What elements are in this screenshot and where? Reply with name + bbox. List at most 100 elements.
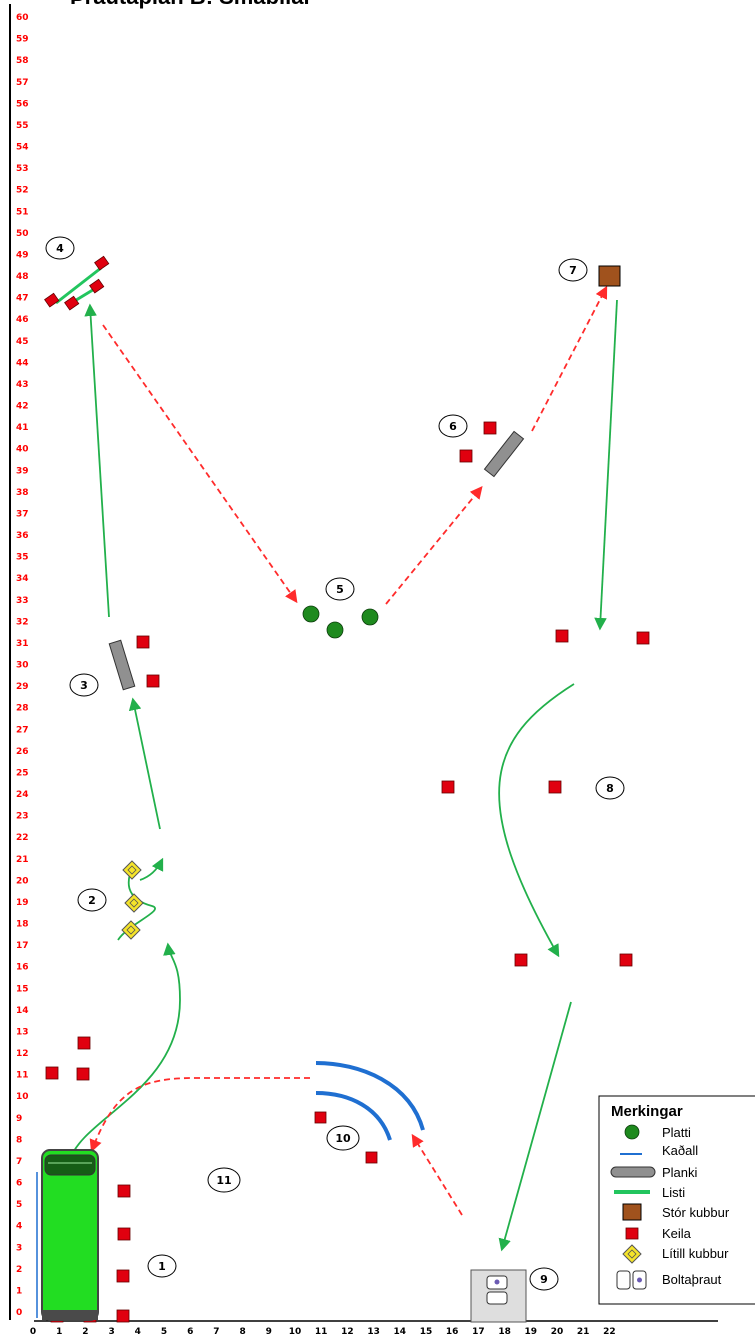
y-tick-label: 29	[16, 682, 29, 692]
reverse-path	[89, 285, 608, 1216]
page-title: Þrautaplan B: Smábílar	[70, 0, 313, 9]
y-tick-label: 48	[16, 272, 29, 282]
bolti-box	[486, 1291, 508, 1305]
y-tick-label: 8	[16, 1135, 22, 1145]
y-tick-label: 59	[16, 35, 29, 45]
x-tick-label: 7	[213, 1327, 219, 1337]
y-tick-label: 3	[16, 1243, 22, 1253]
y-tick-label: 14	[16, 1006, 29, 1016]
station-8-obstacle	[441, 629, 650, 967]
station-label: 11	[207, 1167, 241, 1193]
station-label: 7	[558, 258, 588, 282]
x-tick-label: 19	[525, 1327, 538, 1337]
legend-label: Planki	[662, 1165, 698, 1180]
x-tick-label: 11	[315, 1327, 328, 1337]
keila	[314, 1111, 327, 1124]
kadall	[315, 1061, 425, 1131]
y-tick-label: 12	[16, 1049, 29, 1059]
x-tick-label: 0	[30, 1327, 36, 1337]
y-tick-label: 33	[16, 596, 29, 606]
y-tick-label: 39	[16, 466, 29, 476]
y-tick-label: 4	[16, 1222, 22, 1232]
y-tick-label: 6	[16, 1179, 22, 1189]
station-4-obstacle	[44, 255, 110, 311]
keila	[76, 1067, 90, 1081]
station-label: 4	[45, 236, 75, 260]
y-tick-label: 40	[16, 445, 29, 455]
station-label: 1	[147, 1254, 177, 1278]
planki	[483, 430, 525, 478]
drive-path-segment	[128, 697, 161, 830]
legend-label: Listi	[662, 1185, 685, 1200]
y-tick-label: 31	[16, 639, 29, 649]
y-tick-label: 47	[16, 294, 29, 304]
keila	[117, 1227, 131, 1241]
y-tick-label: 11	[16, 1071, 29, 1081]
platti	[302, 605, 320, 623]
drive-path-segment	[69, 942, 181, 1161]
bolti	[494, 1279, 500, 1285]
y-tick-label: 0	[16, 1308, 22, 1318]
keila	[77, 1036, 91, 1050]
y-tick-label: 17	[16, 941, 29, 951]
reverse-path-segment	[385, 486, 483, 605]
keila	[514, 953, 528, 967]
litill-kubbur	[121, 920, 141, 940]
legend-label: Platti	[662, 1125, 691, 1140]
y-tick-label: 1	[16, 1286, 22, 1296]
y-tick-label: 55	[16, 121, 29, 131]
keila	[555, 629, 569, 643]
y-tick-label: 56	[16, 99, 29, 109]
keila	[146, 674, 160, 688]
station-label: 2	[77, 888, 107, 912]
x-tick-label: 3	[108, 1327, 114, 1337]
x-tick-label: 5	[161, 1327, 167, 1337]
drive-path-segment	[84, 303, 110, 618]
drive-path-segment	[139, 857, 164, 881]
station-5-obstacle	[302, 605, 379, 639]
legend-label: Boltaþraut	[662, 1272, 722, 1287]
keila	[45, 1066, 59, 1080]
station-label-text: 6	[449, 420, 457, 433]
x-tick-label: 18	[498, 1327, 511, 1337]
y-tick-label: 44	[16, 358, 29, 368]
x-tick-label: 14	[394, 1327, 407, 1337]
y-tick-label: 20	[16, 876, 29, 886]
station-labels: 1 2 3 4 5 6 7 8 9 10 11	[45, 236, 625, 1291]
station-label-text: 2	[88, 894, 96, 907]
y-tick-label: 51	[16, 207, 29, 217]
x-tick-label: 15	[420, 1327, 433, 1337]
x-tick-label: 12	[341, 1327, 354, 1337]
legend-label: Kaðall	[662, 1143, 698, 1158]
keila	[459, 449, 473, 463]
y-tick-label: 37	[16, 509, 29, 519]
litill-kubbur	[124, 893, 144, 913]
legend-label: Keila	[662, 1226, 692, 1241]
reverse-path-segment	[89, 1077, 310, 1153]
keila	[636, 631, 650, 645]
keila	[116, 1309, 130, 1323]
x-tick-label: 8	[239, 1327, 245, 1337]
station-label: 8	[595, 776, 625, 800]
x-tick-label: 10	[289, 1327, 302, 1337]
keila	[365, 1151, 378, 1164]
x-tick-label: 16	[446, 1327, 459, 1337]
legend: Merkingar Platti Kaðall Planki Listi Stó…	[598, 1095, 755, 1305]
y-tick-label: 35	[16, 553, 29, 563]
y-tick-label: 42	[16, 402, 29, 412]
keila	[94, 255, 110, 271]
y-tick-label: 49	[16, 250, 29, 260]
keila	[548, 780, 562, 794]
keila-icon	[625, 1227, 639, 1240]
x-tick-label: 17	[472, 1327, 485, 1337]
station-label-text: 9	[540, 1273, 548, 1286]
y-tick-label: 9	[16, 1114, 22, 1124]
drive-path	[69, 299, 618, 1252]
y-tick-label: 7	[16, 1157, 22, 1167]
keila	[483, 421, 497, 435]
legend-title: Merkingar	[611, 1103, 683, 1120]
y-tick-label: 23	[16, 812, 29, 822]
y-tick-label: 53	[16, 164, 29, 174]
legend-label: Stór kubbur	[662, 1205, 730, 1220]
